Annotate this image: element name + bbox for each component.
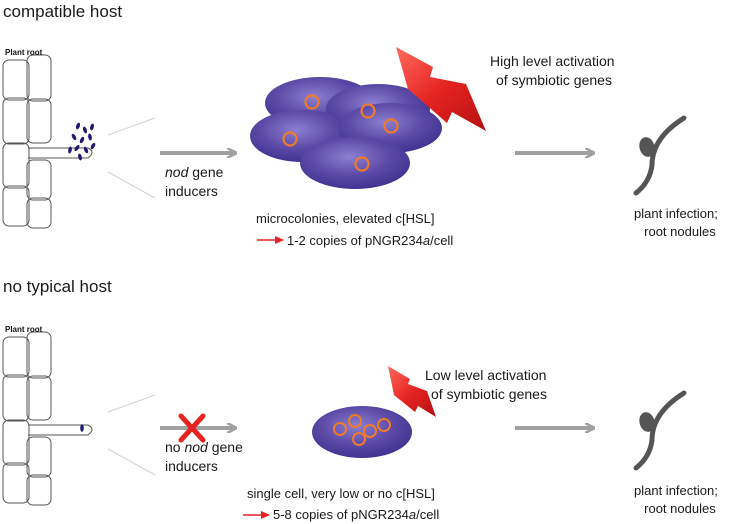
- plasmids-bottom: [333, 414, 391, 446]
- activation-line2: of symbiotic genes: [496, 72, 612, 88]
- zoom-lines-bottom: [107, 394, 156, 476]
- low-activation-label: Low level activation of symbiotic genes: [425, 367, 547, 402]
- microcolony: [250, 77, 442, 189]
- single-cell: [312, 406, 412, 458]
- section-header-compatible: compatible host: [3, 2, 123, 21]
- copies-label-bottom: 5-8 copies of pNGR234a/cell: [273, 507, 440, 522]
- single-cell-label: single cell, very low or no c[HSL]: [247, 486, 435, 501]
- nodule-bottom: [633, 390, 687, 471]
- inducer-line2: inducers: [165, 183, 218, 199]
- single-bacterium: [80, 424, 84, 432]
- inducer-italic: nod: [165, 164, 189, 180]
- high-activation-label: High level activation of symbiotic genes: [490, 52, 615, 90]
- activation-line1: High level activation: [490, 53, 615, 69]
- block-x-icon: [178, 413, 206, 443]
- bacteria-cluster-top: [68, 122, 96, 161]
- nodule-top: [633, 115, 687, 196]
- inducers-label-top: nod gene inducers: [165, 163, 223, 201]
- plant-root-bottom: [2, 331, 93, 506]
- plant-root-label-top: Plant root: [5, 48, 43, 57]
- inducer-rest: gene: [188, 164, 224, 180]
- high-activation-arrow: [396, 47, 486, 131]
- zoom-lines-top: [107, 117, 156, 199]
- plant-root-top: [2, 54, 93, 229]
- outcome-label-bottom: plant infection; root nodules: [634, 483, 718, 516]
- inducers-label-bottom: no nod gene inducers: [165, 439, 243, 474]
- plasmids-top: [282, 94, 399, 172]
- outcome-label-top: plant infection; root nodules: [634, 206, 718, 239]
- plant-root-label-bottom: Plant root: [5, 325, 43, 334]
- section-header-no-host: no typical host: [3, 277, 112, 296]
- low-activation-arrow: [388, 366, 436, 417]
- copies-label-top: 1-2 copies of pNGR234a/cell: [287, 233, 454, 248]
- colony-label: microcolonies, elevated c[HSL]: [256, 211, 435, 226]
